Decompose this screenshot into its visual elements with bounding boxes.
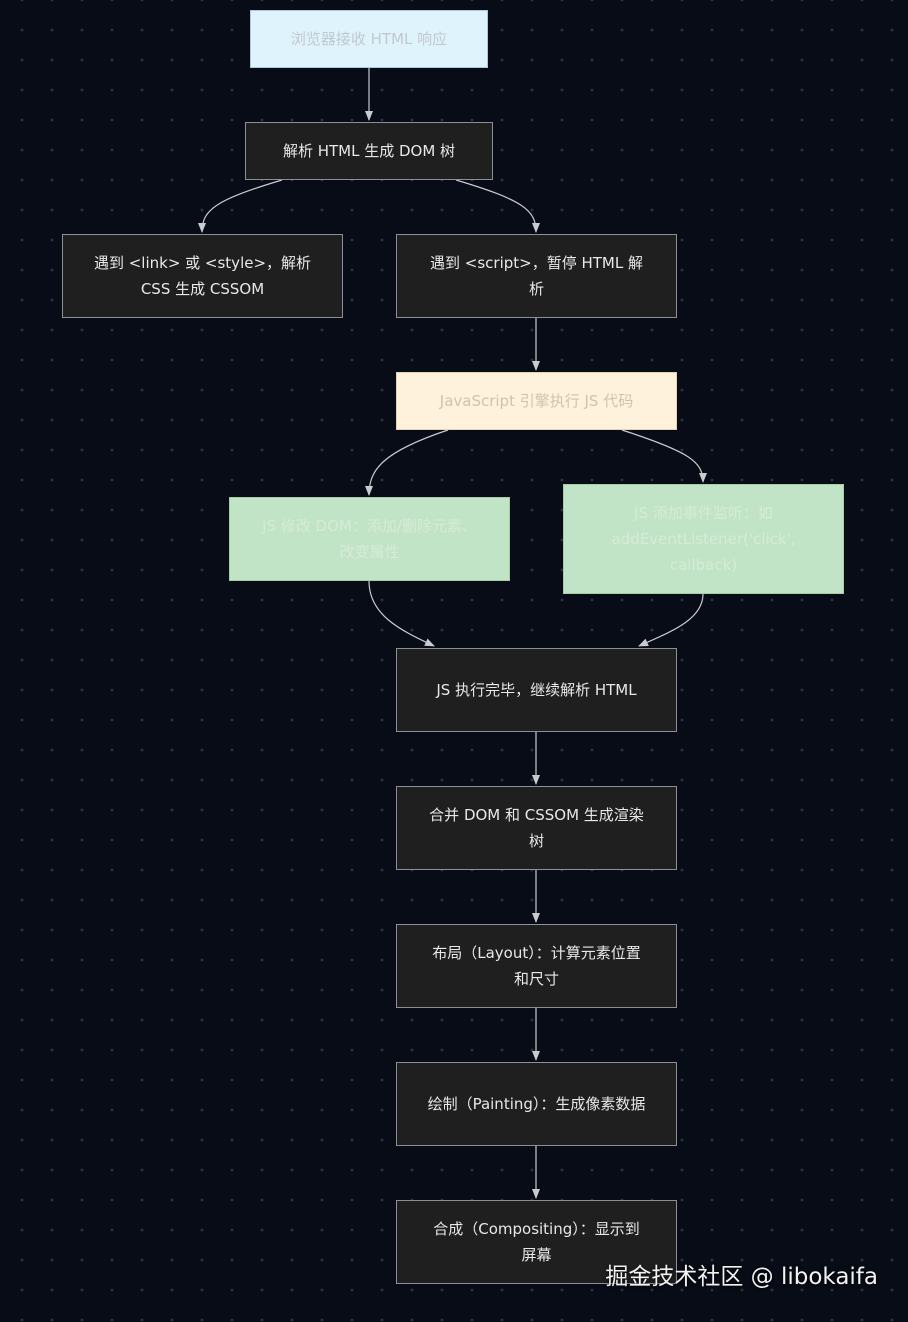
node-script-pause-parsing: 遇到 <script>，暂停 HTML 解析: [396, 234, 677, 318]
node-label: 浏览器接收 HTML 响应: [290, 30, 448, 48]
edge-engine-to-modify: [365, 429, 449, 496]
node-label: JS 修改 DOM：添加/删除元素、改变属性: [262, 517, 477, 561]
edge-modify-to-resume: [368, 580, 435, 647]
node-label: 遇到 <link> 或 <style>，解析 CSS 生成 CSSOM: [93, 254, 312, 298]
node-layout: 布局（Layout）：计算元素位置和尺寸: [396, 924, 677, 1008]
node-js-modify-dom: JS 修改 DOM：添加/删除元素、改变属性: [229, 497, 510, 581]
node-js-engine-execute: JavaScript 引擎执行 JS 代码: [396, 372, 677, 430]
node-parse-html-dom: 解析 HTML 生成 DOM 树: [245, 122, 493, 180]
node-receive-html-response: 浏览器接收 HTML 响应: [250, 10, 488, 68]
node-painting: 绘制（Painting）：生成像素数据: [396, 1062, 677, 1146]
edge-engine-to-event: [621, 429, 707, 483]
edge-parse-to-script: [455, 179, 540, 233]
node-label: JS 执行完毕，继续解析 HTML: [436, 681, 637, 699]
node-js-add-event-listener: JS 添加事件监听：如 addEventListener('click', ca…: [563, 484, 844, 594]
node-js-done-resume-parsing: JS 执行完毕，继续解析 HTML: [396, 648, 677, 732]
node-label: 遇到 <script>，暂停 HTML 解析: [430, 254, 643, 298]
node-label: 合成（Compositing）：显示到屏幕: [433, 1220, 640, 1264]
node-label: JS 添加事件监听：如 addEventListener('click', ca…: [611, 504, 796, 574]
node-label: 布局（Layout）：计算元素位置和尺寸: [432, 944, 641, 988]
node-label: 合并 DOM 和 CSSOM 生成渲染树: [429, 806, 644, 850]
node-label: 绘制（Painting）：生成像素数据: [427, 1095, 646, 1113]
edge-event-to-resume: [638, 593, 704, 647]
node-label: JavaScript 引擎执行 JS 代码: [439, 392, 634, 410]
node-compositing: 合成（Compositing）：显示到屏幕: [396, 1200, 677, 1284]
watermark: 掘金技术社区 @ libokaifa: [605, 1264, 878, 1290]
node-link-style-cssom: 遇到 <link> 或 <style>，解析 CSS 生成 CSSOM: [62, 234, 343, 318]
edge-parse-to-link: [198, 179, 283, 233]
node-merge-render-tree: 合并 DOM 和 CSSOM 生成渲染树: [396, 786, 677, 870]
node-label: 解析 HTML 生成 DOM 树: [282, 142, 456, 160]
